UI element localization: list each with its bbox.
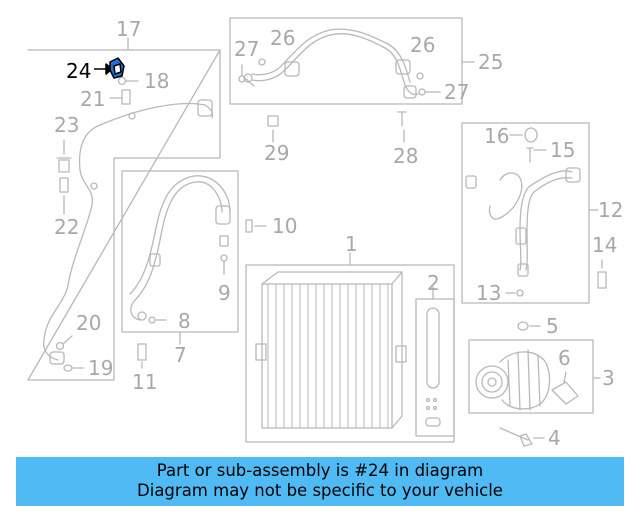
label-part-4: 4: [548, 426, 561, 450]
label-part-25: 25: [478, 50, 503, 74]
group-box-3: [468, 339, 594, 414]
part-24-highlight: [94, 57, 125, 79]
condenser-fins: [267, 283, 389, 429]
part-14-bolt: [597, 271, 607, 289]
receiver-drier: [426, 307, 440, 389]
part-18-ring: [117, 76, 127, 86]
label-part-26b: 26: [410, 33, 435, 57]
label-part-16: 16: [484, 124, 509, 148]
label-part-5: 5: [546, 314, 559, 338]
label-part-12: 12: [598, 198, 623, 222]
group-box-1: [245, 264, 455, 443]
group-box-12: [461, 122, 590, 304]
part-21-valve: [121, 89, 131, 105]
part-23-cap: [56, 157, 72, 173]
hose-7: [130, 181, 223, 321]
group-box-7: [121, 170, 239, 333]
label-part-9: 9: [218, 281, 231, 305]
label-part-22: 22: [54, 215, 79, 239]
part-20-ring: [55, 341, 65, 351]
label-part-19: 19: [88, 356, 113, 380]
part-29-nut: [267, 115, 279, 127]
label-part-3: 3: [602, 366, 615, 390]
compressor-pulley: [475, 365, 509, 399]
label-part-7: 7: [174, 343, 187, 367]
banner-line-part: Part or sub-assembly is #24 in diagram: [156, 461, 484, 480]
info-banner: Part or sub-assembly is #24 in diagram D…: [16, 457, 624, 506]
label-part-26a: 26: [270, 26, 295, 50]
label-part-21: 21: [80, 87, 105, 111]
part-5-ring: [517, 321, 529, 331]
label-part-23: 23: [54, 113, 79, 137]
part-16-cap: [524, 127, 538, 143]
part-11-bolt: [137, 343, 147, 361]
label-part-24: 24: [66, 59, 91, 83]
part-10-bolt: [245, 219, 253, 233]
hose-12: [488, 170, 573, 271]
part-28-bolt: [397, 111, 407, 127]
parts-diagram: 17 18 21 23 22 20 19 24 27 26 26 25 27 2…: [27, 17, 623, 450]
label-part-28: 28: [393, 144, 418, 168]
part-6-valve: [551, 381, 579, 405]
label-part-1: 1: [345, 232, 358, 256]
label-part-10: 10: [272, 214, 297, 238]
hose-17: [43, 102, 206, 361]
label-part-17: 17: [116, 17, 141, 41]
label-part-27b: 27: [444, 80, 469, 104]
label-part-11: 11: [132, 370, 157, 394]
group-box-17: [27, 49, 221, 381]
label-part-2: 2: [427, 271, 440, 295]
label-part-6: 6: [558, 346, 571, 370]
label-part-20: 20: [76, 311, 101, 335]
part-19-ring: [63, 364, 73, 372]
group-box-2: [415, 298, 455, 437]
label-part-15: 15: [550, 138, 575, 162]
label-part-8: 8: [178, 309, 191, 333]
label-part-18: 18: [144, 69, 169, 93]
part-22-valve: [59, 177, 69, 193]
label-part-29: 29: [264, 141, 289, 165]
part-4-bolt: [499, 427, 529, 441]
label-part-27a: 27: [234, 37, 259, 61]
banner-line-disclaimer: Diagram may not be specific to your vehi…: [137, 481, 503, 500]
label-part-13: 13: [476, 281, 501, 305]
label-part-14: 14: [592, 233, 617, 257]
group-box-25: [229, 17, 463, 105]
